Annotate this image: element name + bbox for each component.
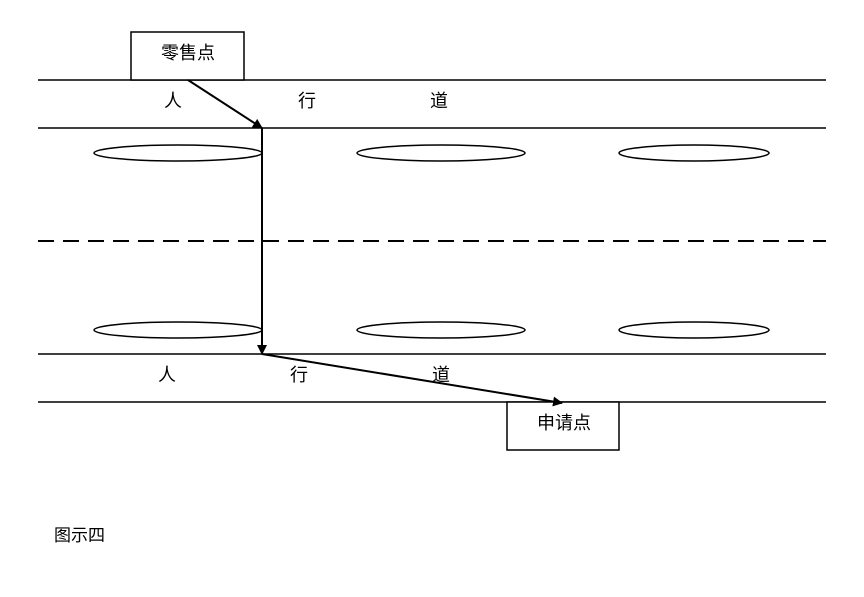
lane-ellipse: [618, 321, 770, 339]
application-point-box: [506, 401, 620, 451]
lane-ellipse: [356, 321, 526, 339]
lane-ellipse: [93, 321, 263, 339]
lane-ellipse: [93, 144, 263, 162]
path-arrow-retail-to-road: [187, 79, 263, 129]
sidewalk-bottom-char-1: 人: [158, 365, 176, 386]
sidewalk-top-char-1: 人: [164, 91, 182, 112]
sidewalk-bottom-char-3: 道: [432, 365, 450, 386]
retail-point-box: [130, 31, 245, 81]
application-point-label: 申请点: [537, 413, 591, 434]
sidewalk-top-char-2: 行: [298, 91, 316, 112]
path-arrow-road-to-application: [261, 353, 563, 407]
retail-point-label: 零售点: [161, 43, 215, 64]
sidewalk-top-char-3: 道: [430, 91, 448, 112]
sidewalk-bottom-char-2: 行: [290, 365, 308, 386]
lane-ellipse: [356, 144, 526, 162]
figure-caption: 图示四: [54, 526, 105, 546]
lane-ellipse: [618, 144, 770, 162]
